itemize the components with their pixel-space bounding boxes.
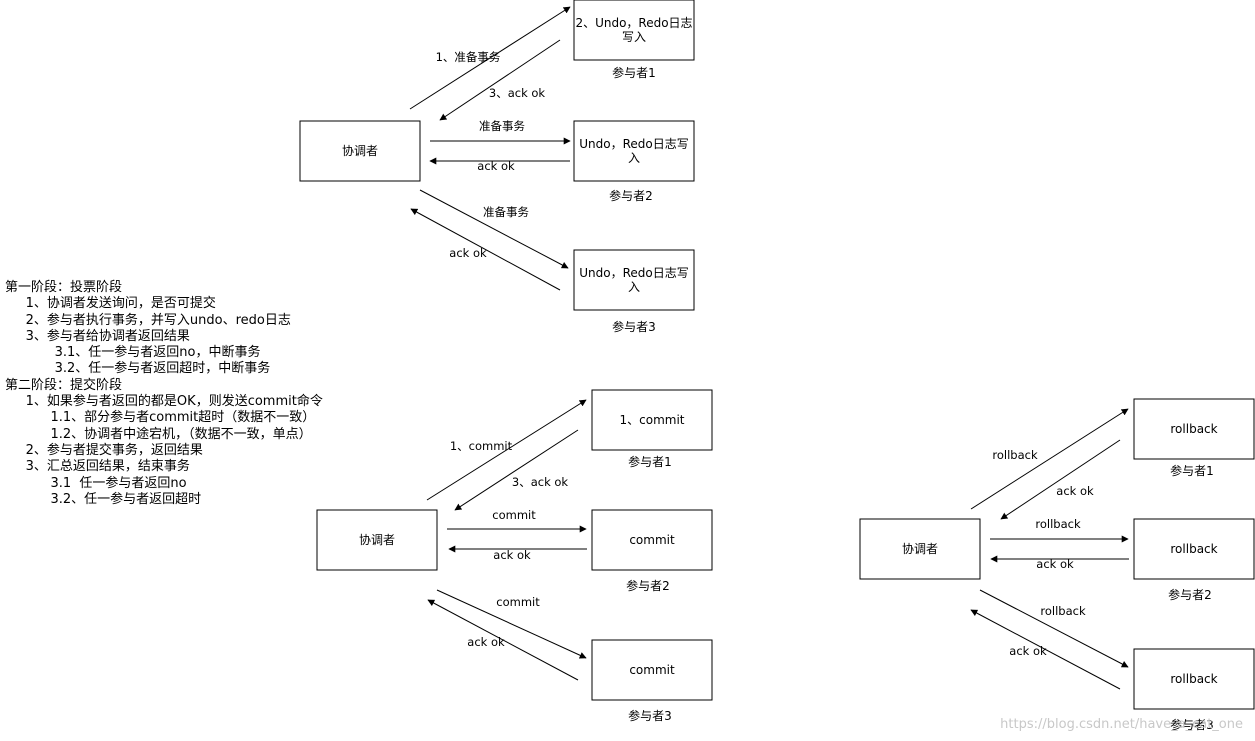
note-line: 1.2、协调者中途宕机，（数据不一致，单点）	[5, 426, 312, 442]
reply-label: 3、ack ok	[512, 475, 569, 489]
reply-label: 3、ack ok	[489, 86, 546, 100]
phase2-rollback-diagram: 协调者 rollback 参与者1 rollback ack ok rollback 参与者…	[859, 398, 1255, 732]
note-line: 1、如果参与者返回的都是OK，则发送commit命令	[5, 394, 323, 410]
reply-arrow	[439, 39, 561, 121]
participant-box-label: rollback	[1170, 422, 1217, 436]
participant-box-label: commit	[629, 663, 675, 677]
coordinator-label: 协调者	[342, 143, 378, 158]
note-line: 3.2、任一参与者返回超时	[5, 491, 202, 507]
participant-box-2	[591, 509, 713, 571]
request-label: 准备事务	[483, 205, 529, 219]
coordinator-box	[299, 120, 421, 182]
note-line: 2、参与者执行事务，并写入undo、redo日志	[5, 312, 291, 328]
request-arrow	[419, 189, 569, 269]
participant-box-3	[591, 639, 713, 701]
request-arrow	[409, 6, 571, 110]
request-label: 1、准备事务	[436, 50, 501, 64]
note-line: 3、汇总返回结果，结束事务	[5, 459, 190, 475]
reply-arrow	[1000, 439, 1121, 520]
participant-caption: 参与者3	[628, 708, 672, 723]
coordinator-label: 协调者	[359, 532, 395, 547]
participant-caption: 参与者2	[609, 188, 653, 203]
request-arrow	[979, 589, 1129, 668]
participant-box-2	[1133, 518, 1255, 580]
reply-arrow	[410, 208, 561, 291]
note-line: 3、参与者给协调者返回结果	[5, 328, 190, 344]
reply-label: ack ok	[449, 246, 487, 260]
participant-box-label: rollback	[1170, 542, 1217, 556]
participant-box-label: 2、Undo，Redo日志写入	[575, 16, 692, 44]
participant-box-label: 1、commit	[620, 413, 685, 427]
participant-caption: 参与者1	[628, 454, 672, 469]
request-arrow	[436, 589, 587, 659]
note-line: 第一阶段：投票阶段	[5, 280, 123, 295]
request-arrow	[426, 399, 587, 501]
watermark: https://blog.csdn.net/have_a_cat_one	[1000, 717, 1243, 732]
note-line: 3.1、任一参与者返回no，中断事务	[5, 345, 261, 361]
reply-label: ack ok	[467, 635, 505, 649]
participant-box-1	[1133, 398, 1255, 460]
reply-arrow	[454, 429, 579, 511]
note-line: 3.1 任一参与者返回no	[5, 475, 187, 491]
participant-box-label: Undo，Redo日志写入	[579, 266, 689, 294]
reply-label: ack ok	[1056, 484, 1094, 498]
participant-caption: 参与者1	[1170, 463, 1214, 478]
request-label: rollback	[992, 448, 1038, 462]
phase2-commit-diagram: 协调者 1、commit 参与者1 1、commit 3、ack ok commit 参与者…	[316, 389, 713, 723]
reply-label: ack ok	[1009, 644, 1047, 658]
request-label: 准备事务	[479, 119, 525, 133]
participant-caption: 参与者1	[612, 65, 656, 80]
note-line: 第二阶段：提交阶段	[5, 377, 123, 393]
reply-label: ack ok	[477, 159, 515, 173]
coordinator-box	[859, 518, 981, 580]
participant-caption: 参与者3	[612, 319, 656, 334]
request-label: commit	[492, 508, 536, 522]
participant-box-3	[573, 249, 695, 311]
participant-box-label: rollback	[1170, 672, 1217, 686]
reply-label: ack ok	[1036, 557, 1074, 571]
request-label: rollback	[1040, 604, 1086, 618]
request-label: 1、commit	[450, 439, 513, 453]
request-arrow	[970, 408, 1129, 510]
coordinator-label: 协调者	[902, 541, 938, 556]
participant-box-label: commit	[629, 533, 675, 547]
note-line: 3.2、任一参与者返回超时，中断事务	[5, 361, 271, 377]
note-line: 1.1、部分参与者commit超时（数据不一致）	[5, 410, 316, 426]
participant-box-1	[573, 0, 695, 61]
participant-caption: 参与者2	[626, 578, 670, 593]
participant-box-label: Undo，Redo日志写入	[579, 137, 689, 165]
participant-box-1	[591, 389, 713, 451]
participant-caption: 参与者3	[1170, 717, 1214, 732]
participant-box-2	[573, 120, 695, 182]
reply-label: ack ok	[493, 548, 531, 562]
coordinator-box	[316, 509, 438, 571]
reply-arrow	[427, 599, 579, 681]
participant-box-3	[1133, 648, 1255, 710]
note-line: 1、协调者发送询问，是否可提交	[5, 296, 216, 312]
participant-caption: 参与者2	[1168, 587, 1212, 602]
note-line: 2、参与者提交事务，返回结果	[5, 442, 203, 458]
notes-text: 第一阶段：投票阶段 1、协调者发送询问，是否可提交 2、参与者执行事务，并写入u…	[5, 280, 323, 508]
request-label: commit	[496, 595, 540, 609]
request-label: rollback	[1035, 517, 1081, 531]
reply-arrow	[970, 609, 1121, 690]
